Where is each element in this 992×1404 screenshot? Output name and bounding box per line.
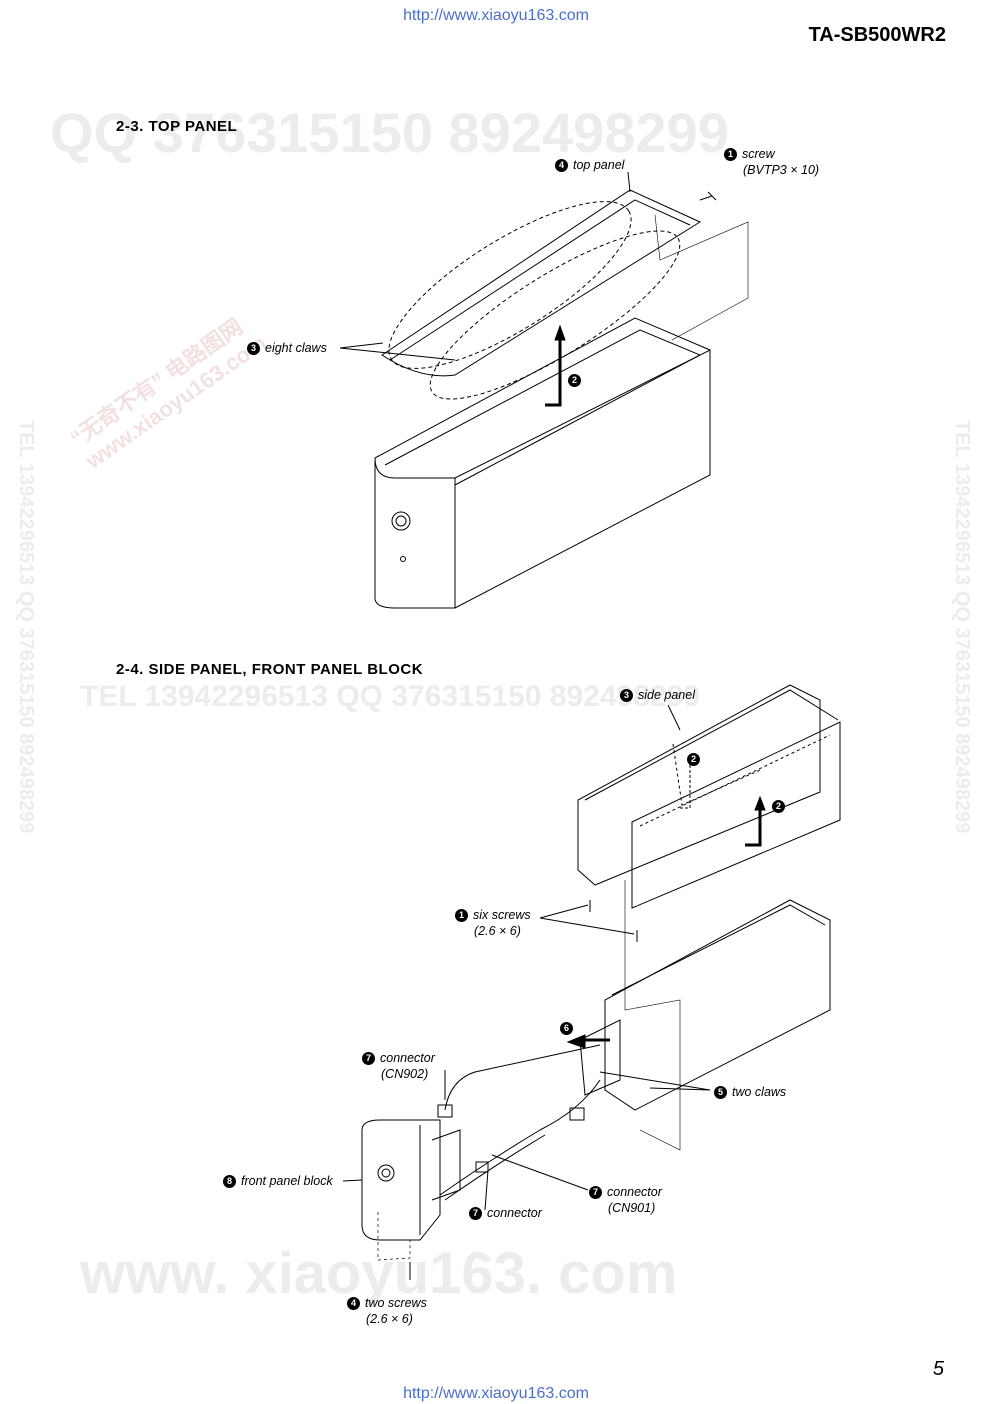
- page-number: 5: [932, 1358, 944, 1380]
- section-title-top-panel: 2-3. TOP PANEL: [116, 118, 238, 135]
- header-url[interactable]: http://www.xiaoyu163.com: [403, 7, 589, 24]
- step-number-badge: 3: [247, 342, 260, 355]
- footer-url[interactable]: http://www.xiaoyu163.com: [403, 1385, 589, 1402]
- chassis-outline: [374, 349, 711, 609]
- step-number-badge: 7: [589, 1186, 602, 1199]
- chassis-top-rim: [374, 317, 711, 459]
- step-number-badge: 1: [455, 909, 468, 922]
- step-number-badge: 4: [347, 1297, 360, 1310]
- step-number-badge: 8: [223, 1175, 236, 1188]
- step-number-badge: 7: [362, 1052, 375, 1065]
- step-number-badge: 2: [568, 374, 581, 387]
- chassis-body: [604, 899, 831, 1111]
- step-number-badge: 7: [469, 1207, 482, 1220]
- step-number-badge: 2: [772, 800, 785, 813]
- step-number-badge: 4: [555, 159, 568, 172]
- top-panel: [381, 189, 702, 377]
- label-step-2-b: 2: [772, 798, 790, 814]
- label-step-2-a: 2: [687, 751, 705, 767]
- label-step-2-lift: 2: [568, 372, 586, 388]
- step-number-badge: 3: [620, 689, 633, 702]
- side-panel-outer: [577, 684, 821, 886]
- model-number: TA-SB500WR2: [808, 24, 946, 46]
- step-number-badge: 5: [714, 1086, 727, 1099]
- step-number-badge: 2: [687, 753, 700, 766]
- side-panel-inner: [631, 721, 841, 909]
- section-title-side-front-panel: 2-4. SIDE PANEL, FRONT PANEL BLOCK: [116, 661, 424, 678]
- label-step-6: 6: [560, 1020, 578, 1036]
- front-panel-block: [361, 1119, 441, 1241]
- step-number-badge: 1: [724, 148, 737, 161]
- step-number-badge: 6: [560, 1022, 573, 1035]
